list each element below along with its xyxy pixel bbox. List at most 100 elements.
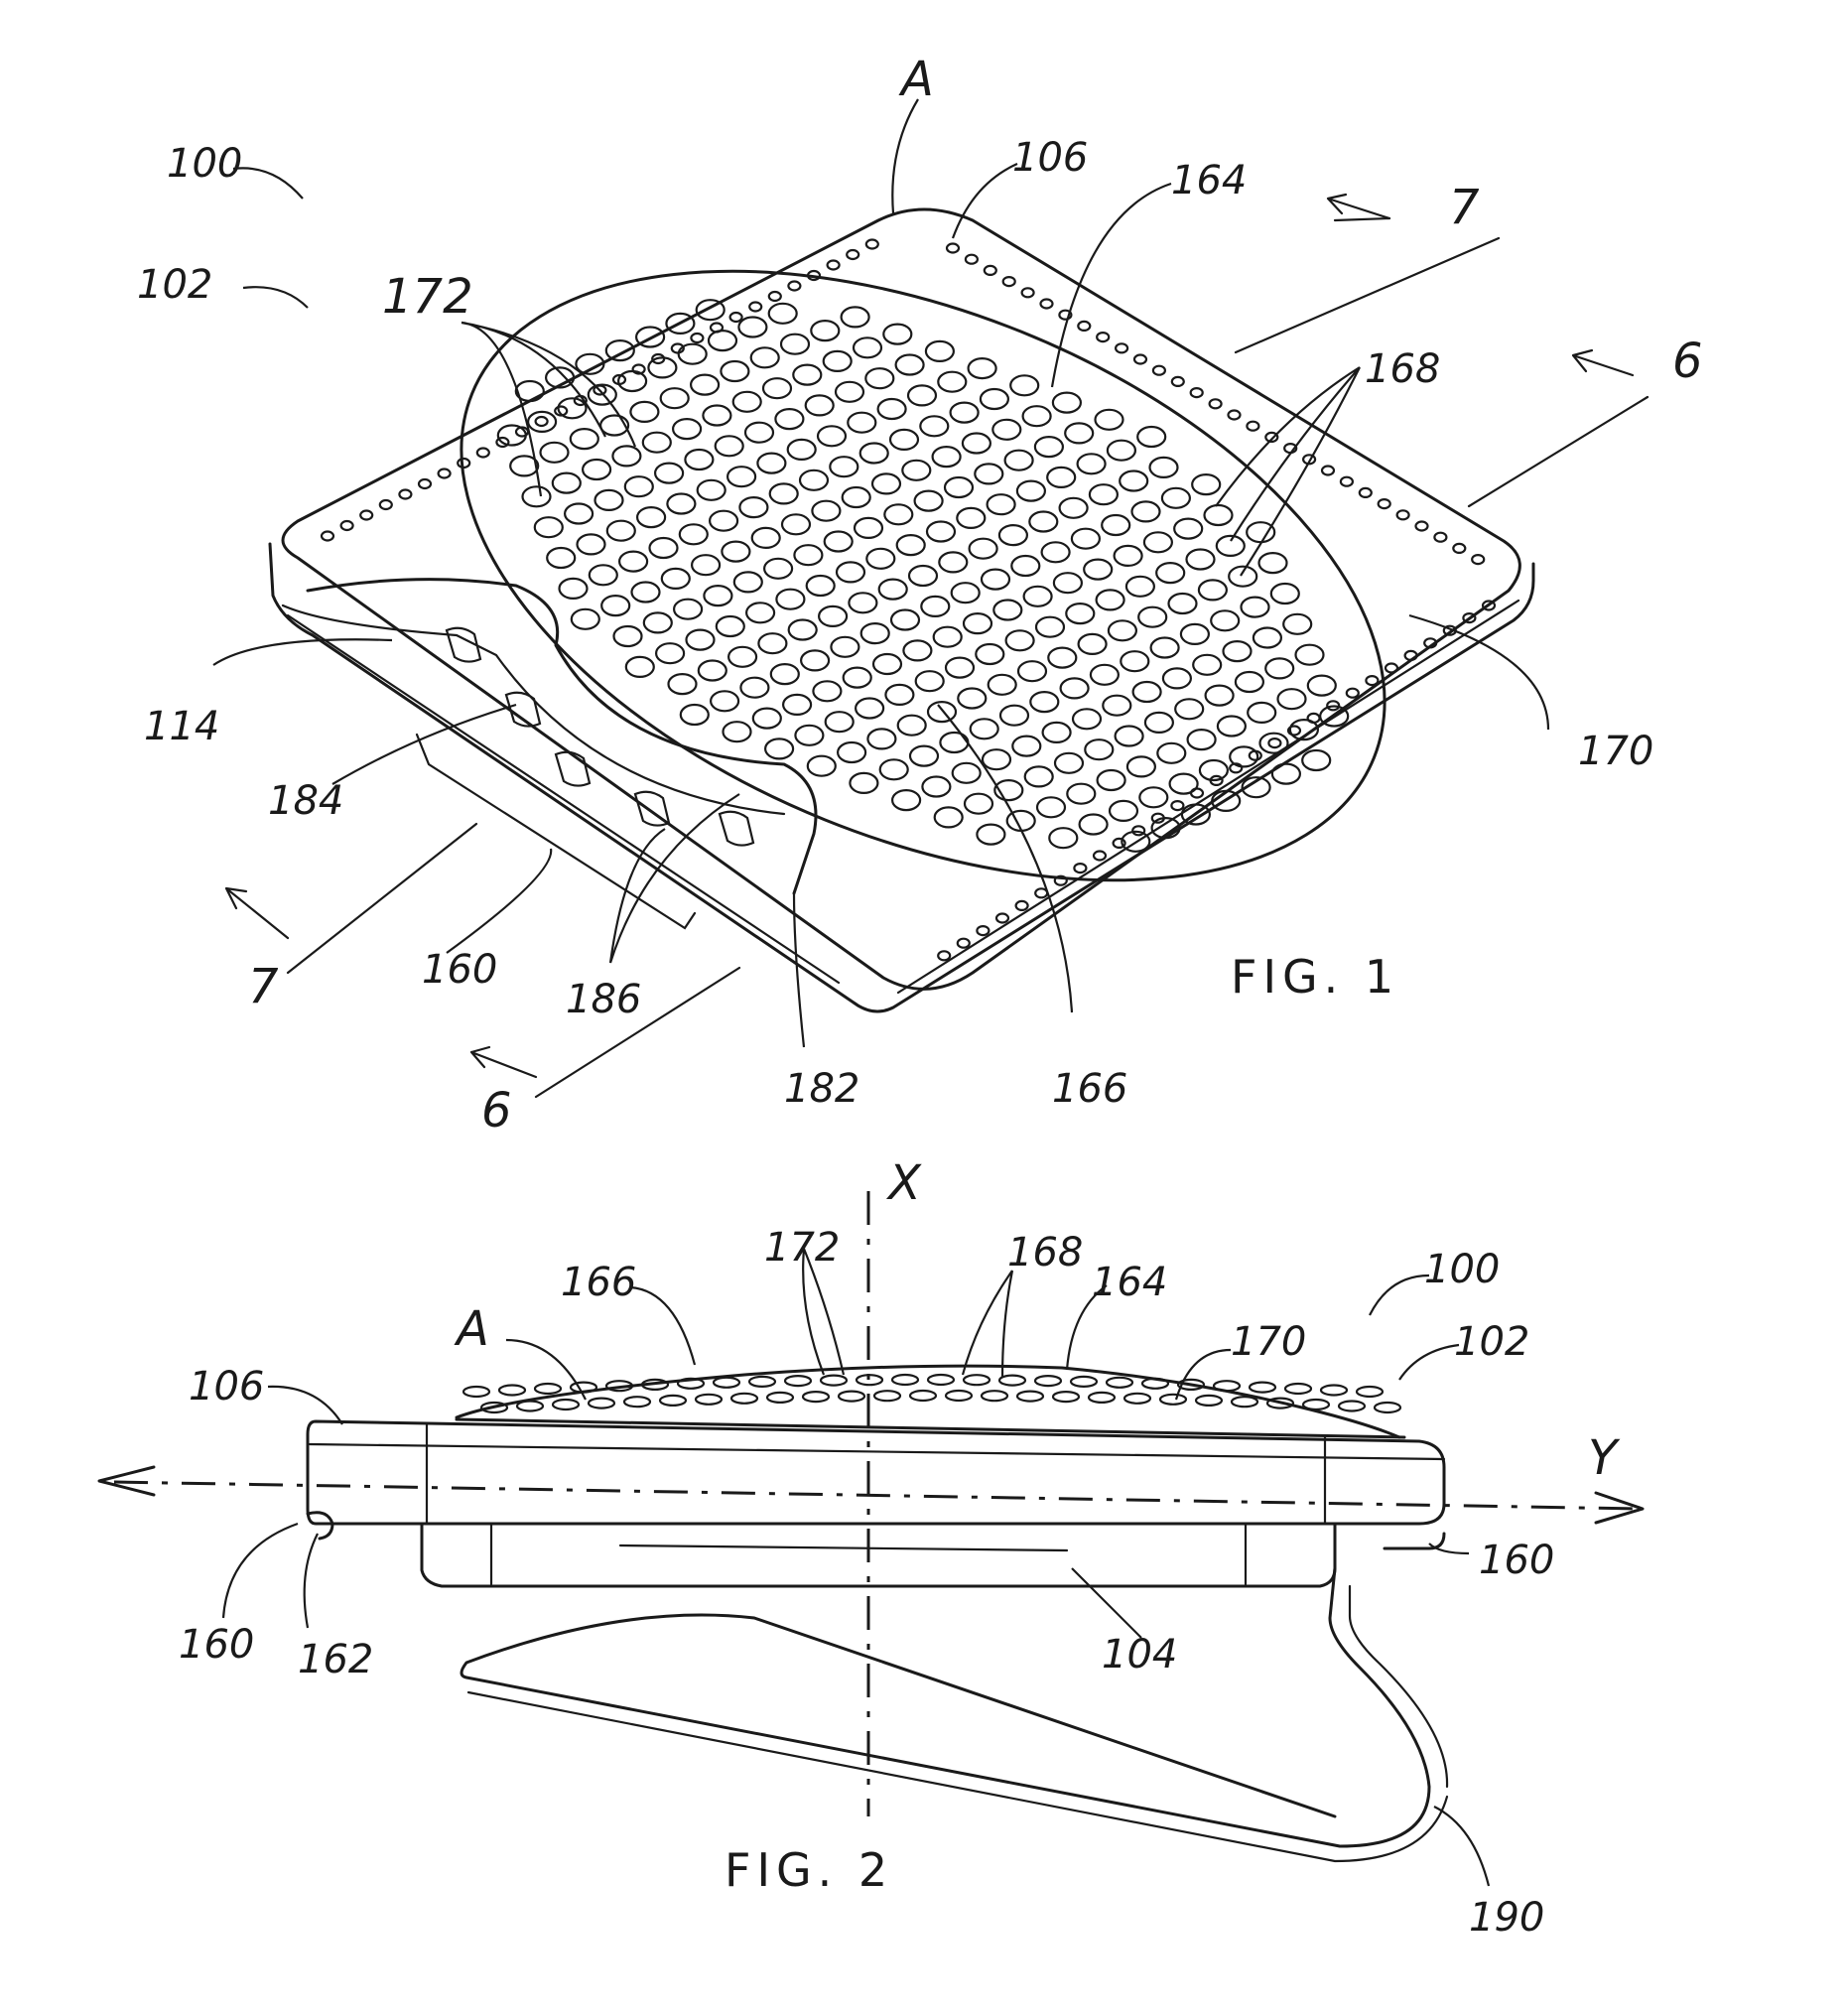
aperture bbox=[692, 555, 720, 575]
aperture bbox=[1079, 634, 1107, 654]
aperture bbox=[704, 586, 731, 605]
aperture bbox=[1144, 532, 1172, 552]
aperture bbox=[843, 487, 870, 507]
aperture bbox=[637, 507, 665, 527]
aperture bbox=[975, 464, 1002, 483]
perimeter-dot bbox=[1116, 343, 1127, 352]
aperture bbox=[935, 807, 963, 827]
perimeter-dot bbox=[1210, 399, 1222, 408]
perimeter-dot bbox=[938, 951, 950, 960]
fig1-label-center: 166 bbox=[1052, 1066, 1127, 1112]
aperture bbox=[861, 623, 889, 643]
pad-body bbox=[308, 1421, 1444, 1524]
aperture bbox=[898, 716, 926, 736]
fig1-label-assembly: 100 bbox=[167, 141, 242, 187]
aperture bbox=[1224, 641, 1252, 661]
aperture bbox=[971, 719, 998, 738]
aperture bbox=[1193, 655, 1221, 675]
aperture bbox=[1116, 727, 1143, 746]
aperture bbox=[757, 454, 785, 473]
aperture bbox=[1036, 617, 1064, 637]
aperture bbox=[976, 644, 1003, 664]
perimeter-dot bbox=[322, 532, 333, 541]
aperture bbox=[1254, 628, 1281, 648]
aperture bbox=[993, 601, 1021, 620]
perimeter-dot bbox=[1453, 544, 1465, 553]
aperture bbox=[765, 738, 793, 758]
aperture bbox=[1139, 787, 1167, 807]
aperture bbox=[940, 733, 968, 752]
perimeter-dot bbox=[1134, 355, 1146, 364]
aperture bbox=[583, 460, 610, 479]
fig1-label-lip: 114 bbox=[144, 704, 219, 749]
aperture bbox=[553, 473, 581, 493]
perimeter-dot bbox=[847, 250, 858, 259]
aperture bbox=[1037, 797, 1065, 817]
dome-aperture bbox=[714, 1378, 739, 1388]
aperture bbox=[824, 351, 852, 371]
aperture bbox=[776, 590, 804, 609]
aperture bbox=[952, 583, 980, 603]
aperture bbox=[953, 763, 981, 783]
aperture bbox=[733, 392, 761, 412]
aperture bbox=[837, 562, 864, 582]
lip-inner-curve bbox=[283, 605, 784, 814]
aperture bbox=[873, 654, 901, 674]
perimeter-dot bbox=[1379, 499, 1390, 508]
perimeter-dot bbox=[1434, 533, 1446, 542]
pad-bottom-step bbox=[417, 735, 695, 928]
aperture bbox=[1072, 529, 1100, 549]
aperture bbox=[826, 712, 854, 732]
aperture bbox=[727, 467, 755, 486]
aperture bbox=[795, 726, 823, 745]
dome-aperture bbox=[785, 1376, 811, 1386]
aperture bbox=[565, 504, 593, 524]
dome-aperture bbox=[696, 1395, 722, 1405]
aperture bbox=[830, 457, 858, 476]
aperture bbox=[632, 583, 660, 603]
aperture bbox=[1145, 713, 1173, 733]
perimeter-dot bbox=[788, 282, 800, 291]
aperture bbox=[1302, 750, 1330, 770]
aperture bbox=[775, 409, 803, 429]
dome-aperture bbox=[660, 1396, 686, 1406]
dome-aperture bbox=[874, 1391, 900, 1401]
aperture bbox=[818, 426, 846, 446]
perimeter-dot bbox=[1416, 522, 1428, 531]
aperture bbox=[890, 430, 918, 450]
aperture bbox=[1108, 441, 1135, 461]
perimeter-dot bbox=[399, 490, 411, 499]
aperture bbox=[879, 580, 907, 600]
perimeter-dot bbox=[1341, 477, 1353, 486]
aperture bbox=[595, 490, 623, 510]
clip-wire-inner bbox=[1350, 1586, 1447, 1787]
aperture bbox=[1017, 481, 1045, 501]
aperture bbox=[854, 337, 881, 357]
aperture bbox=[1066, 604, 1094, 623]
aperture bbox=[1012, 737, 1040, 756]
aperture bbox=[1085, 739, 1113, 759]
perimeter-dot bbox=[691, 334, 703, 342]
dome-aperture bbox=[1214, 1381, 1240, 1391]
perimeter-dot bbox=[1247, 422, 1258, 431]
fig1-label-section-6-right: 6 bbox=[1672, 334, 1703, 389]
dome-aperture bbox=[1285, 1384, 1311, 1394]
aperture bbox=[721, 361, 748, 381]
aperture bbox=[848, 413, 875, 433]
aperture bbox=[1102, 515, 1129, 535]
aperture bbox=[856, 699, 883, 719]
perimeter-dot bbox=[1172, 377, 1184, 386]
aperture bbox=[1025, 766, 1053, 786]
dome-aperture bbox=[1035, 1376, 1061, 1386]
aperture bbox=[945, 477, 973, 497]
perimeter-dot bbox=[1016, 901, 1028, 910]
aperture bbox=[926, 341, 954, 361]
aperture bbox=[769, 304, 797, 324]
perimeter-dot bbox=[360, 511, 372, 520]
aperture bbox=[1023, 406, 1051, 426]
aperture bbox=[1126, 577, 1154, 597]
fig2-label-axis: A bbox=[454, 1301, 489, 1357]
aperture bbox=[938, 372, 966, 392]
perimeter-dot bbox=[985, 266, 996, 275]
aperture bbox=[771, 664, 799, 684]
